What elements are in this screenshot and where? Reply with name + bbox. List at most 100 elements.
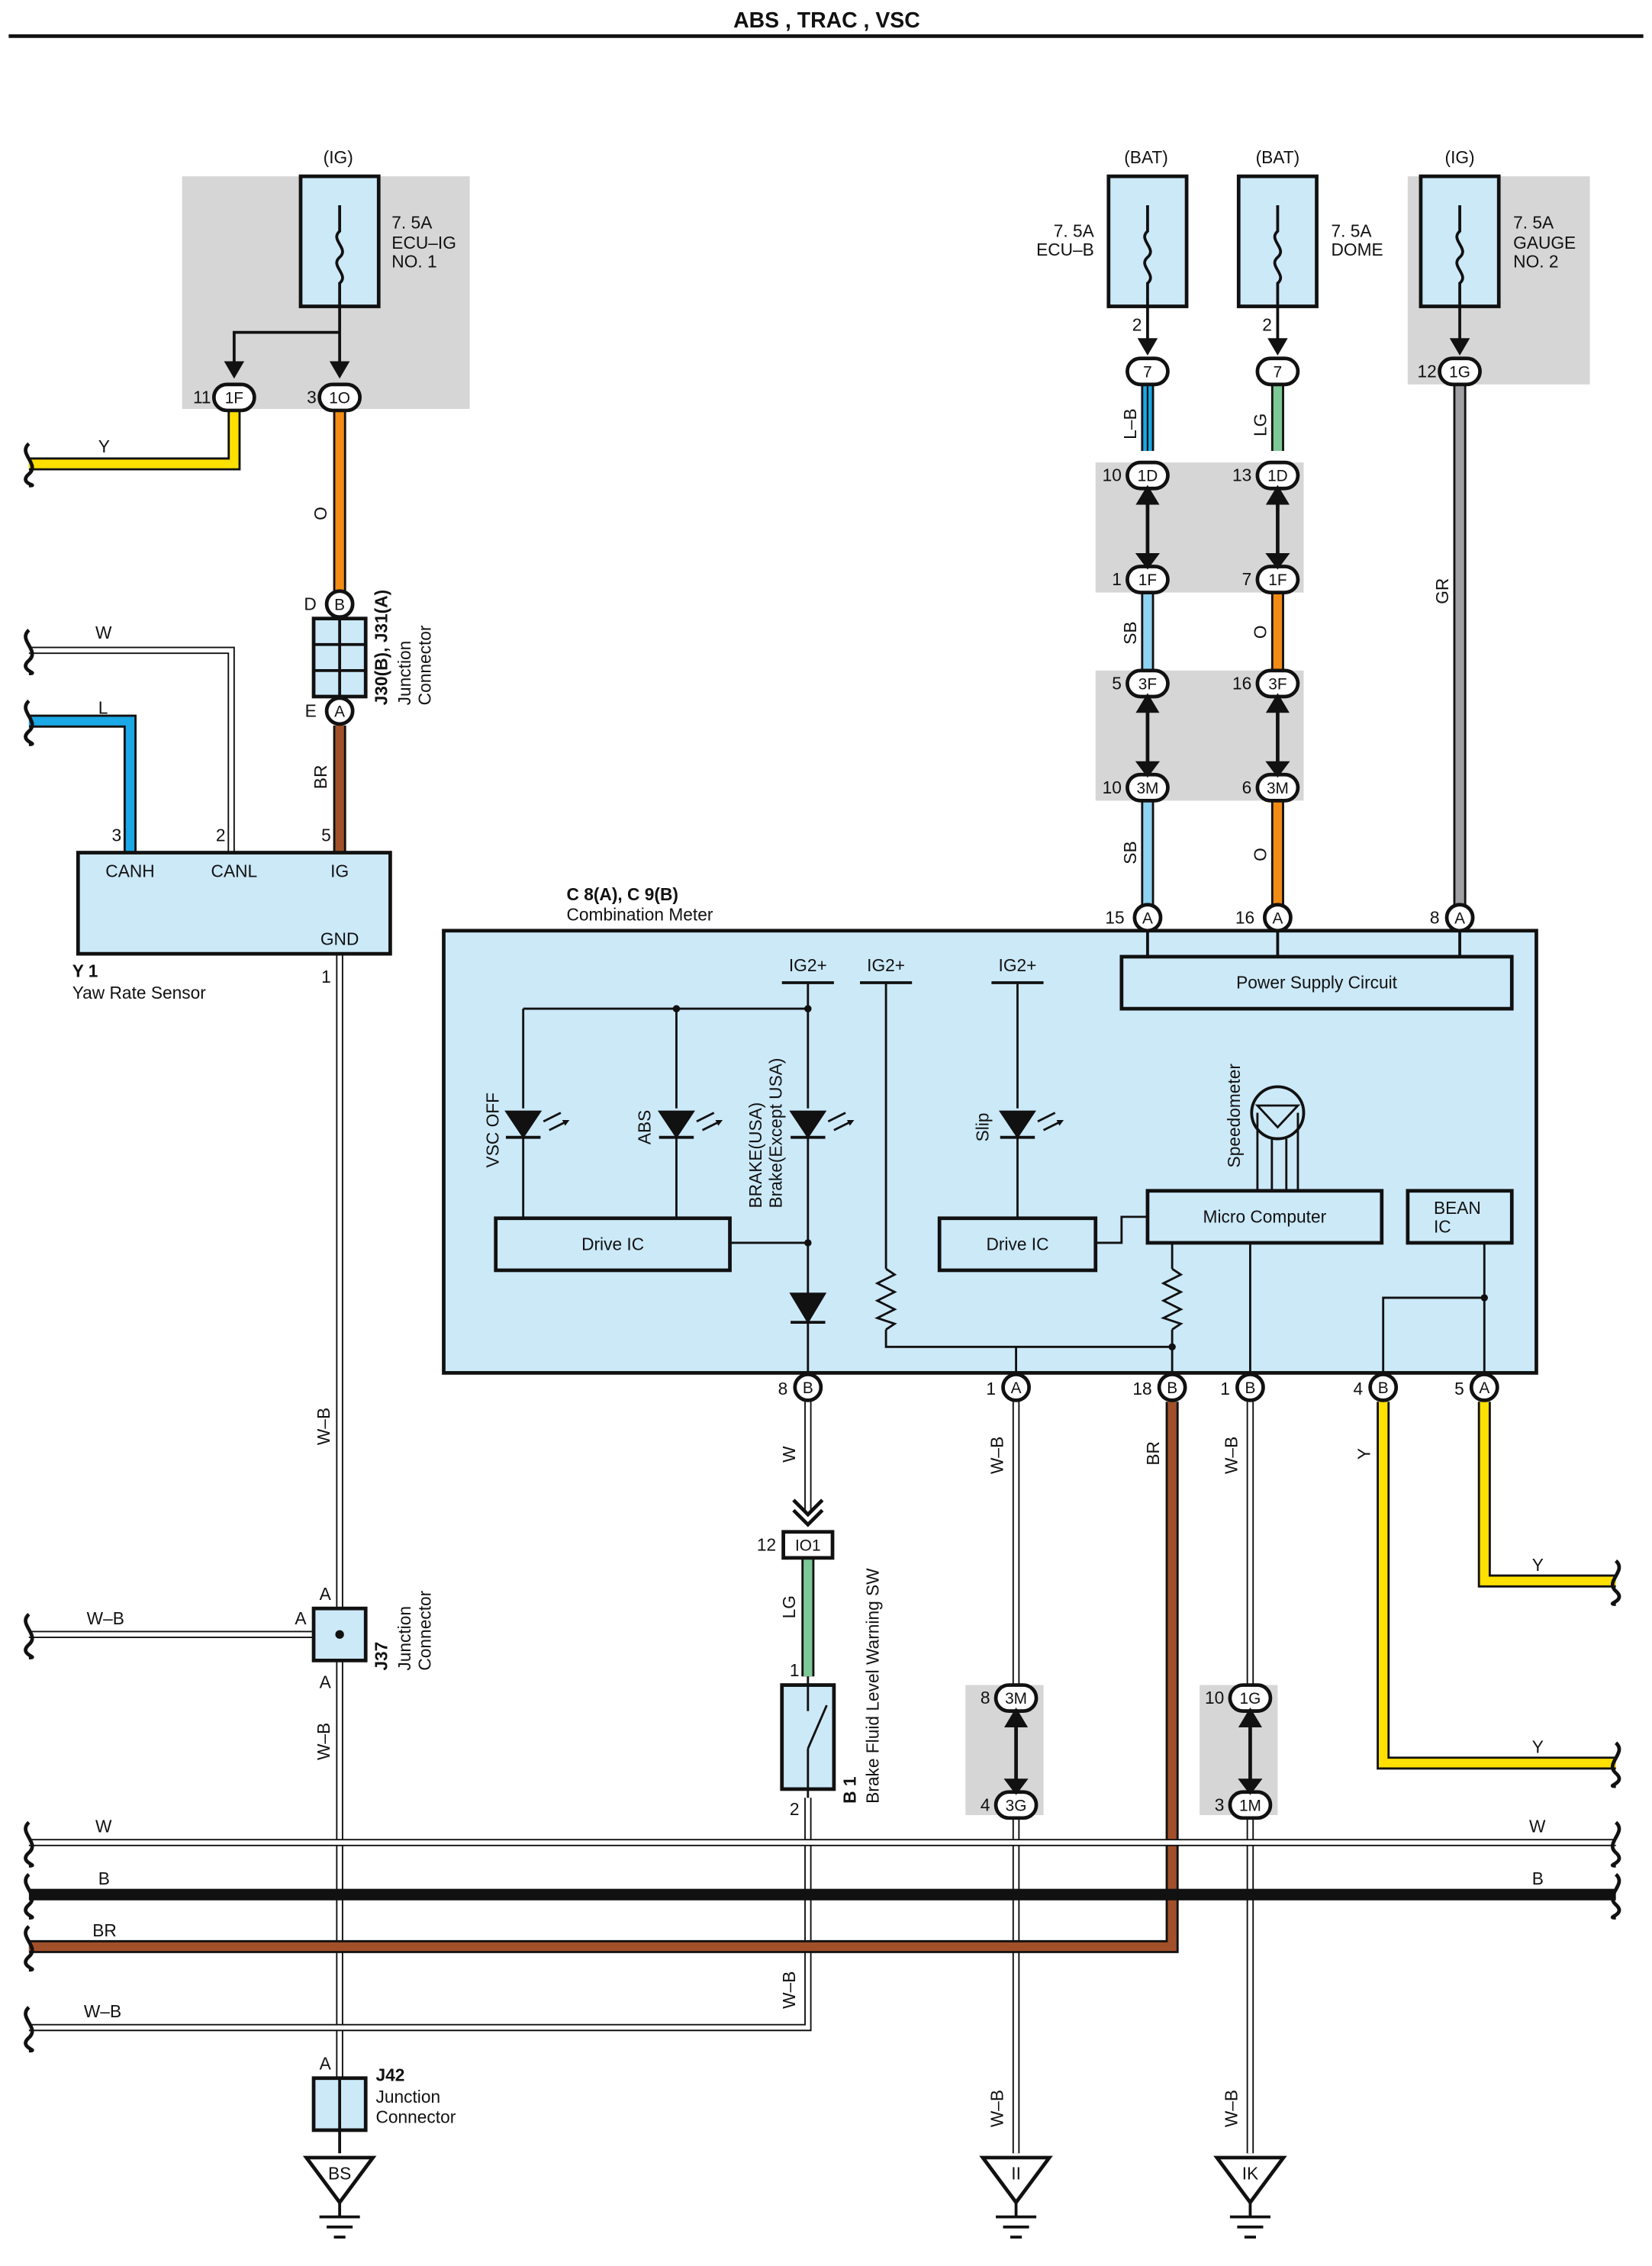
svg-text:D: D <box>304 594 316 613</box>
svg-text:Brake(Except USA): Brake(Except USA) <box>766 1058 786 1209</box>
svg-text:B 1: B 1 <box>839 1777 859 1804</box>
svg-text:W–B: W–B <box>779 1971 799 2009</box>
svg-text:3: 3 <box>111 825 121 845</box>
svg-text:NO. 1: NO. 1 <box>391 251 436 271</box>
svg-text:B: B <box>1245 1379 1255 1397</box>
svg-text:VSC OFF: VSC OFF <box>482 1093 502 1167</box>
svg-text:CANH: CANH <box>105 861 154 881</box>
svg-text:A: A <box>1479 1379 1489 1397</box>
drive-ic-2 <box>937 1216 1098 1273</box>
svg-text:LG: LG <box>1250 414 1270 436</box>
conn-1D-b: 1D <box>1255 460 1300 491</box>
svg-text:II: II <box>1011 2163 1021 2183</box>
svg-text:DOME: DOME <box>1331 240 1383 259</box>
conn-7b: 7 <box>1255 356 1300 387</box>
svg-text:IG2+: IG2+ <box>867 955 905 975</box>
wires <box>28 384 1616 2154</box>
svg-text:(BAT): (BAT) <box>1124 147 1168 167</box>
svg-text:GAUGE: GAUGE <box>1513 233 1576 253</box>
svg-text:Drive IC: Drive IC <box>986 1234 1048 1254</box>
svg-text:ECU–IG: ECU–IG <box>391 233 456 253</box>
svg-text:BEAN: BEAN <box>1434 1198 1481 1218</box>
connector-pills: 1F 1O 7 7 1G 1D 1D 1F 1F 3F 3F 3M 3M 3M … <box>211 356 1482 1820</box>
brake-fluid-switch: B 1 Brake Fluid Level Warning SW <box>780 1568 883 1804</box>
svg-text:7. 5A: 7. 5A <box>1513 212 1554 232</box>
svg-text:3M: 3M <box>1267 780 1289 797</box>
ground-ii: II <box>979 2155 1053 2239</box>
svg-text:W: W <box>779 1446 799 1463</box>
svg-text:3: 3 <box>307 387 317 407</box>
svg-text:10: 10 <box>1103 777 1122 797</box>
svg-text:IG2+: IG2+ <box>789 955 827 975</box>
svg-text:3: 3 <box>1215 1794 1225 1814</box>
svg-text:W: W <box>1529 1817 1546 1836</box>
svg-text:O: O <box>1250 626 1270 639</box>
junction-j42: J42 Junction Connector <box>311 2065 456 2154</box>
wire-break-marks <box>24 442 1621 2053</box>
svg-text:ECU–B: ECU–B <box>1036 240 1094 259</box>
svg-text:Connector: Connector <box>414 1590 434 1670</box>
svg-text:4: 4 <box>1354 1379 1364 1399</box>
svg-text:B: B <box>803 1379 813 1397</box>
svg-text:BR: BR <box>1143 1441 1163 1466</box>
micro-computer <box>1145 1189 1384 1245</box>
ground-bs: BS <box>302 2155 377 2239</box>
svg-text:(IG): (IG) <box>324 147 353 167</box>
resistor-1 <box>874 1267 897 1331</box>
svg-text:ABS: ABS <box>634 1110 654 1144</box>
svg-text:B: B <box>1378 1379 1389 1397</box>
svg-text:GR: GR <box>1432 578 1452 604</box>
conn-3M-c: 3M <box>993 1683 1039 1714</box>
svg-text:A: A <box>334 703 345 720</box>
svg-text:BR: BR <box>92 1920 117 1940</box>
svg-text:W–B: W–B <box>87 1608 124 1628</box>
junction-j30: B A J30(B), J31(A) Junction Connector <box>311 589 434 726</box>
svg-text:1O: 1O <box>329 389 350 407</box>
svg-text:A: A <box>295 1608 307 1628</box>
svg-text:Speedometer: Speedometer <box>1224 1064 1244 1168</box>
svg-text:E: E <box>305 700 317 720</box>
svg-text:IK: IK <box>1242 2163 1258 2183</box>
svg-text:O: O <box>1250 848 1270 861</box>
svg-text:Junction: Junction <box>375 2087 440 2107</box>
svg-text:IG: IG <box>330 861 349 881</box>
svg-text:13: 13 <box>1232 465 1251 485</box>
svg-text:Power Supply Circuit: Power Supply Circuit <box>1236 973 1398 993</box>
svg-text:A: A <box>1011 1379 1022 1397</box>
conn-1G: 1G <box>1438 356 1482 387</box>
conn-1D-a: 1D <box>1125 460 1170 491</box>
svg-text:BR: BR <box>311 765 330 790</box>
svg-text:18: 18 <box>1132 1379 1151 1399</box>
svg-text:W–B: W–B <box>84 2001 121 2021</box>
svg-text:16: 16 <box>1235 907 1254 927</box>
wire-labels: Y W L W–B W B BR W–B W B Y Y O BR W–B W–… <box>84 408 1546 2127</box>
led-slip <box>998 1110 1061 1139</box>
diagram-title: ABS , TRAC , VSC <box>733 8 920 33</box>
fuse-arrows <box>224 338 1470 379</box>
bean-ic <box>1406 1189 1514 1245</box>
conn-7a: 7 <box>1125 356 1170 387</box>
svg-text:A: A <box>1272 909 1283 927</box>
drive-ic-1 <box>494 1216 732 1273</box>
svg-text:5: 5 <box>321 825 331 845</box>
svg-text:W–B: W–B <box>314 1723 333 1760</box>
svg-text:A: A <box>1142 909 1153 927</box>
resistor-2 <box>1161 1267 1183 1331</box>
svg-text:4: 4 <box>981 1794 990 1814</box>
svg-text:6: 6 <box>1242 777 1252 797</box>
svg-text:1: 1 <box>1112 569 1122 589</box>
svg-text:SB: SB <box>1120 621 1140 644</box>
svg-text:16: 16 <box>1232 674 1251 694</box>
svg-text:B: B <box>1532 1868 1544 1888</box>
speedometer-icon <box>1250 1085 1306 1191</box>
svg-text:LG: LG <box>779 1595 799 1618</box>
svg-text:1: 1 <box>790 1660 800 1680</box>
ground-ik: IK <box>1213 2155 1287 2239</box>
svg-text:7: 7 <box>1274 363 1283 381</box>
svg-text:1F: 1F <box>1138 571 1157 589</box>
svg-text:7: 7 <box>1242 569 1252 589</box>
svg-text:1M: 1M <box>1239 1797 1261 1814</box>
svg-text:1F: 1F <box>1268 571 1286 589</box>
led-abs <box>657 1110 720 1139</box>
